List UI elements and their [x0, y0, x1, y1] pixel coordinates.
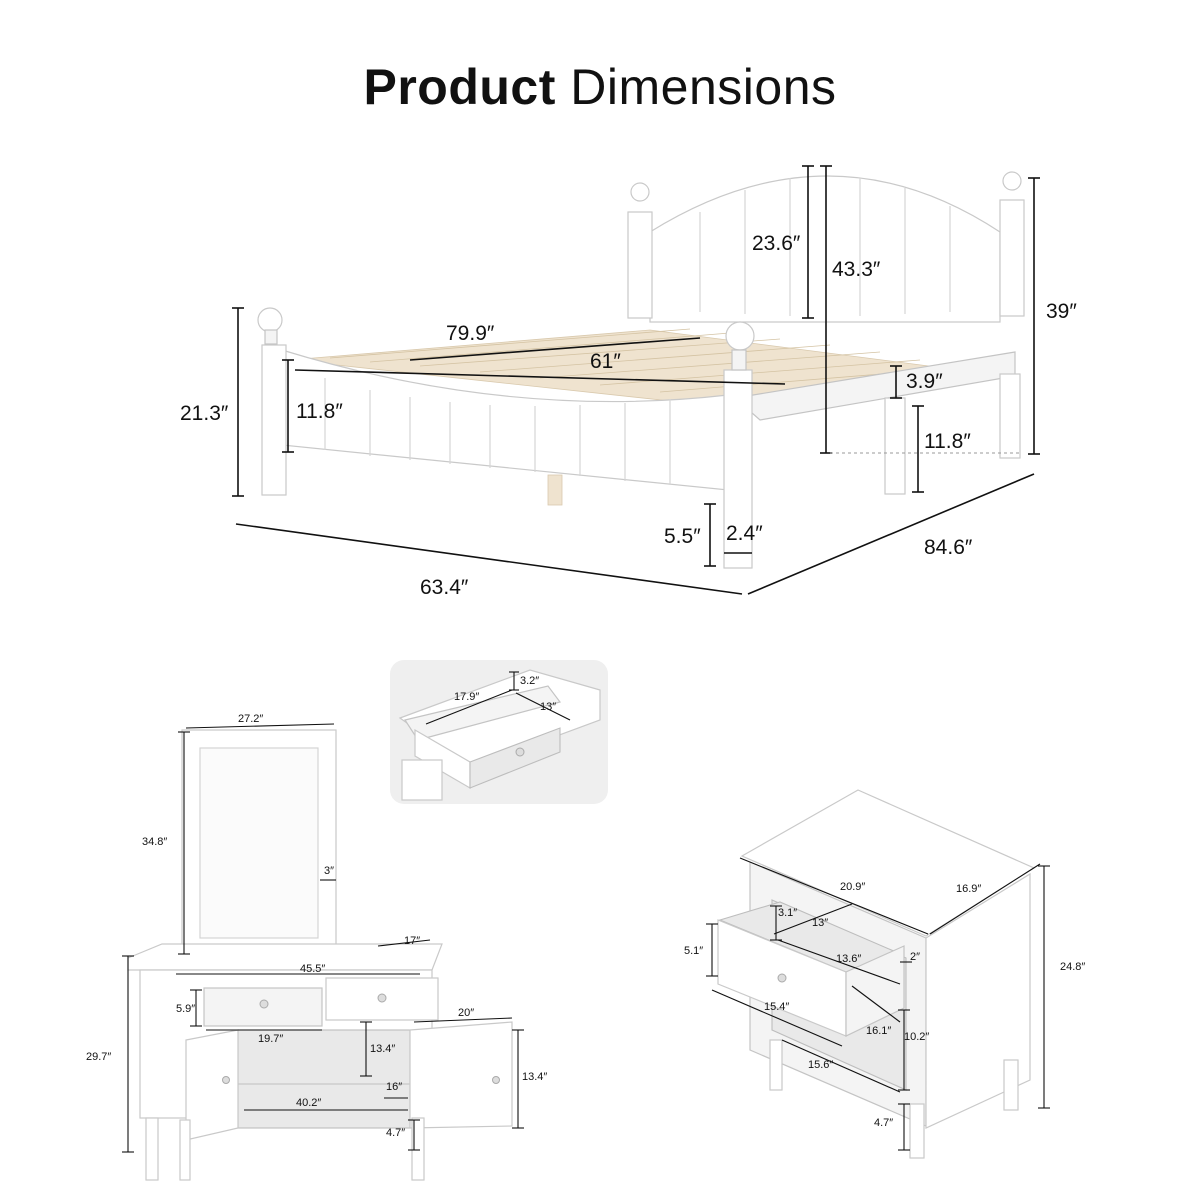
- nightstand-dimension-labels: 20.9″ 16.9″ 3.1″ 13″ 5.1″ 13.6″ 2″ 15.4″…: [684, 881, 1085, 1129]
- headboard-right-post: [999, 199, 1025, 317]
- left-door-knob: [222, 1076, 230, 1084]
- label-rail: 3.9″: [906, 370, 943, 393]
- title-bold: Product: [363, 59, 556, 115]
- label-overall-width: 63.4″: [420, 576, 469, 599]
- dresser-dimension-labels: 27.2″ 34.8″ 3″ 17″ 45.5″ 5.9″ 19.7″ 20″ …: [86, 713, 547, 1139]
- label-drawer-depth: 13″: [812, 917, 828, 929]
- bed-dimension-lines: [232, 165, 1040, 595]
- nightstand-back-leg: [1003, 1059, 1019, 1111]
- bed-head-leg: [999, 373, 1021, 459]
- label-drawer-inner-width: 13.6″: [836, 953, 861, 965]
- title-light: Dimensions: [570, 59, 837, 115]
- label-nightstand-width: 20.9″: [840, 881, 865, 893]
- inset-drawer-side: [469, 727, 561, 789]
- dresser-front-left-leg: [179, 1119, 191, 1181]
- dresser-dimension-lines: [122, 723, 524, 1153]
- label-leg-height: 5.5″: [664, 525, 701, 548]
- footboard-right-post: [723, 369, 753, 569]
- label-footpost: 21.3″: [180, 402, 229, 425]
- cabinet-right-door: [409, 1021, 513, 1129]
- label-headboard-panel: 23.6″: [752, 232, 801, 255]
- dresser-illustration: [127, 729, 513, 1181]
- label-drawer-inner-height: 3.1″: [778, 907, 797, 919]
- label-drawer-side: 2″: [910, 951, 920, 963]
- left-drawer-knob: [259, 999, 269, 1009]
- bed-center-support: [547, 474, 563, 506]
- label-nightstand-leg: 4.7″: [874, 1117, 893, 1129]
- label-width-inner: 61″: [590, 350, 621, 373]
- nightstand-dimension-lines: [706, 857, 1050, 1151]
- drawer-detail-inset: [390, 660, 608, 804]
- cabinet-left-door: [185, 1029, 239, 1141]
- label-drawer-front-width: 15.4″: [764, 1001, 789, 1013]
- right-drawer-knob: [377, 993, 387, 1003]
- label-leg-width: 2.4″: [726, 522, 763, 545]
- label-shelf-height: 10.2″: [904, 1031, 929, 1043]
- label-cabinet-inner-height: 13.4″: [370, 1043, 395, 1055]
- dresser-right-leg: [411, 1117, 425, 1181]
- footboard-right-neck: [731, 349, 747, 371]
- headboard-panel: [649, 175, 1001, 323]
- inset-drawer-bottom: [404, 685, 562, 741]
- inset-drawer-knob: [515, 747, 525, 757]
- nightstand-drawer-knob: [777, 973, 787, 983]
- nightstand-front-left-leg: [769, 1039, 783, 1091]
- headboard-left-finial: [630, 182, 650, 202]
- label-drawer-height: 5.9″: [176, 1003, 195, 1015]
- label-headboard-total: 43.3″: [832, 258, 881, 281]
- label-mirror-frame: 3″: [324, 865, 334, 877]
- label-drawer-height: 3.2″: [520, 675, 539, 687]
- label-footboard-panel: 11.8″: [296, 400, 343, 423]
- right-door-knob: [492, 1076, 500, 1084]
- label-drawer-inner-depth: 16.1″: [866, 1025, 891, 1037]
- bed-dimension-labels: 23.6″ 43.3″ 39″ 79.9″ 61″ 21.3″ 11.8″ 3.…: [180, 232, 1077, 599]
- label-mirror-width: 27.2″: [238, 713, 263, 725]
- footboard-left-neck: [264, 329, 278, 345]
- label-drawer-width: 19.7″: [258, 1033, 283, 1045]
- label-mirror-height: 34.8″: [142, 836, 167, 848]
- page-title: Product Dimensions: [0, 62, 1200, 112]
- label-cabinet-depth: 16″: [386, 1081, 402, 1093]
- label-dresser-depth: 17″: [404, 935, 420, 947]
- label-under-clearance: 11.8″: [924, 430, 971, 453]
- label-length-inner: 79.9″: [446, 322, 495, 345]
- label-door-width: 20″: [458, 1007, 474, 1019]
- label-dresser-overall-height: 29.7″: [86, 1051, 111, 1063]
- label-nightstand-height: 24.8″: [1060, 961, 1085, 973]
- footboard-left-post: [261, 344, 287, 496]
- label-drawer-front-height: 5.1″: [684, 945, 703, 957]
- label-shelf-width: 15.6″: [808, 1059, 833, 1071]
- label-drawer-width: 17.9″: [454, 691, 479, 703]
- headboard-right-finial: [1002, 171, 1022, 191]
- footboard-left-finial: [257, 307, 283, 333]
- headboard-left-post: [627, 211, 653, 319]
- drawer-detail-dimension-lines: [425, 671, 571, 725]
- footboard-grooves: [324, 378, 671, 485]
- label-drawer-depth: 13″: [540, 701, 556, 713]
- dresser-top: [127, 943, 443, 971]
- drawer-detail-labels: 17.9″ 3.2″ 13″: [454, 675, 556, 713]
- dresser-left-leg: [145, 1117, 159, 1181]
- nightstand-front-right-leg: [909, 1103, 925, 1159]
- label-door-height: 13.4″: [522, 1071, 547, 1083]
- label-cabinet-inner-width: 40.2″: [296, 1097, 321, 1109]
- cabinet-interior: [237, 1029, 411, 1129]
- label-overall-length: 84.6″: [924, 536, 973, 559]
- label-nightstand-depth: 16.9″: [956, 883, 981, 895]
- bed-back-leg: [884, 397, 906, 495]
- headboard-grooves: [699, 178, 951, 316]
- label-headpost: 39″: [1046, 300, 1077, 323]
- footboard-right-finial: [725, 321, 755, 351]
- footboard-panel: [281, 349, 729, 491]
- mirror-glass: [199, 747, 319, 939]
- bed-illustration: [257, 171, 1025, 569]
- inset-cabinet-front: [401, 759, 443, 801]
- label-dresser-top-width: 45.5″: [300, 963, 325, 975]
- nightstand-illustration: [717, 789, 1036, 1159]
- label-dresser-leg-height: 4.7″: [386, 1127, 405, 1139]
